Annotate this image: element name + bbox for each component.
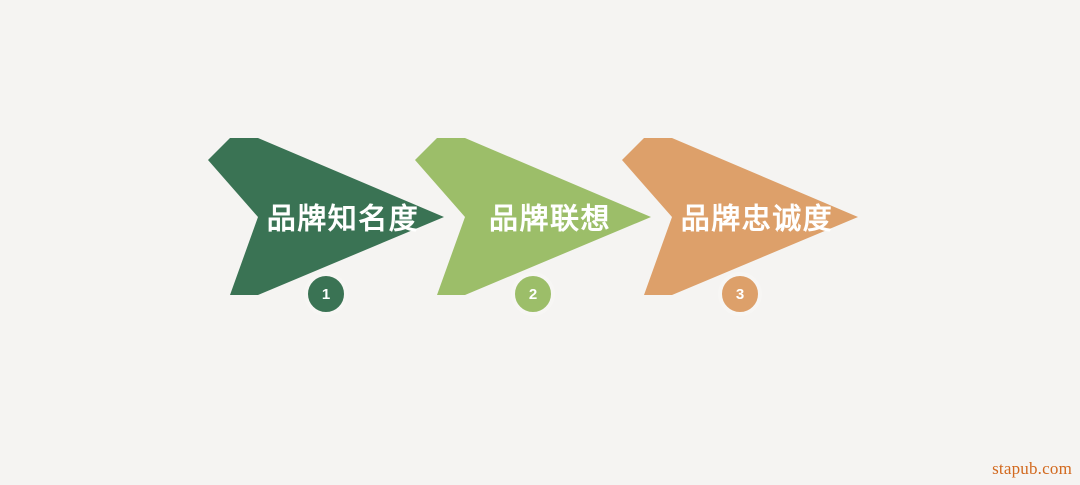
chevron-label-2: 品牌联想: [488, 203, 612, 236]
chevron-polygon-3: [622, 138, 858, 295]
chevron-polygon-1: [208, 138, 444, 295]
chevron-label-1: 品牌知名度: [266, 203, 420, 236]
step-badge-number-1: 1: [321, 285, 331, 303]
chevron-label-3: 品牌忠诚度: [680, 203, 834, 236]
watermark: stapub.com: [992, 459, 1072, 478]
step-badge-2[interactable]: 2: [511, 272, 555, 316]
chevron-polygon-2: [415, 138, 651, 295]
step-badge-number-3: 3: [735, 285, 745, 303]
step-badge-number-2: 2: [528, 285, 538, 303]
step-badge-3[interactable]: 3: [718, 272, 762, 316]
step-badge-1[interactable]: 1: [304, 272, 348, 316]
